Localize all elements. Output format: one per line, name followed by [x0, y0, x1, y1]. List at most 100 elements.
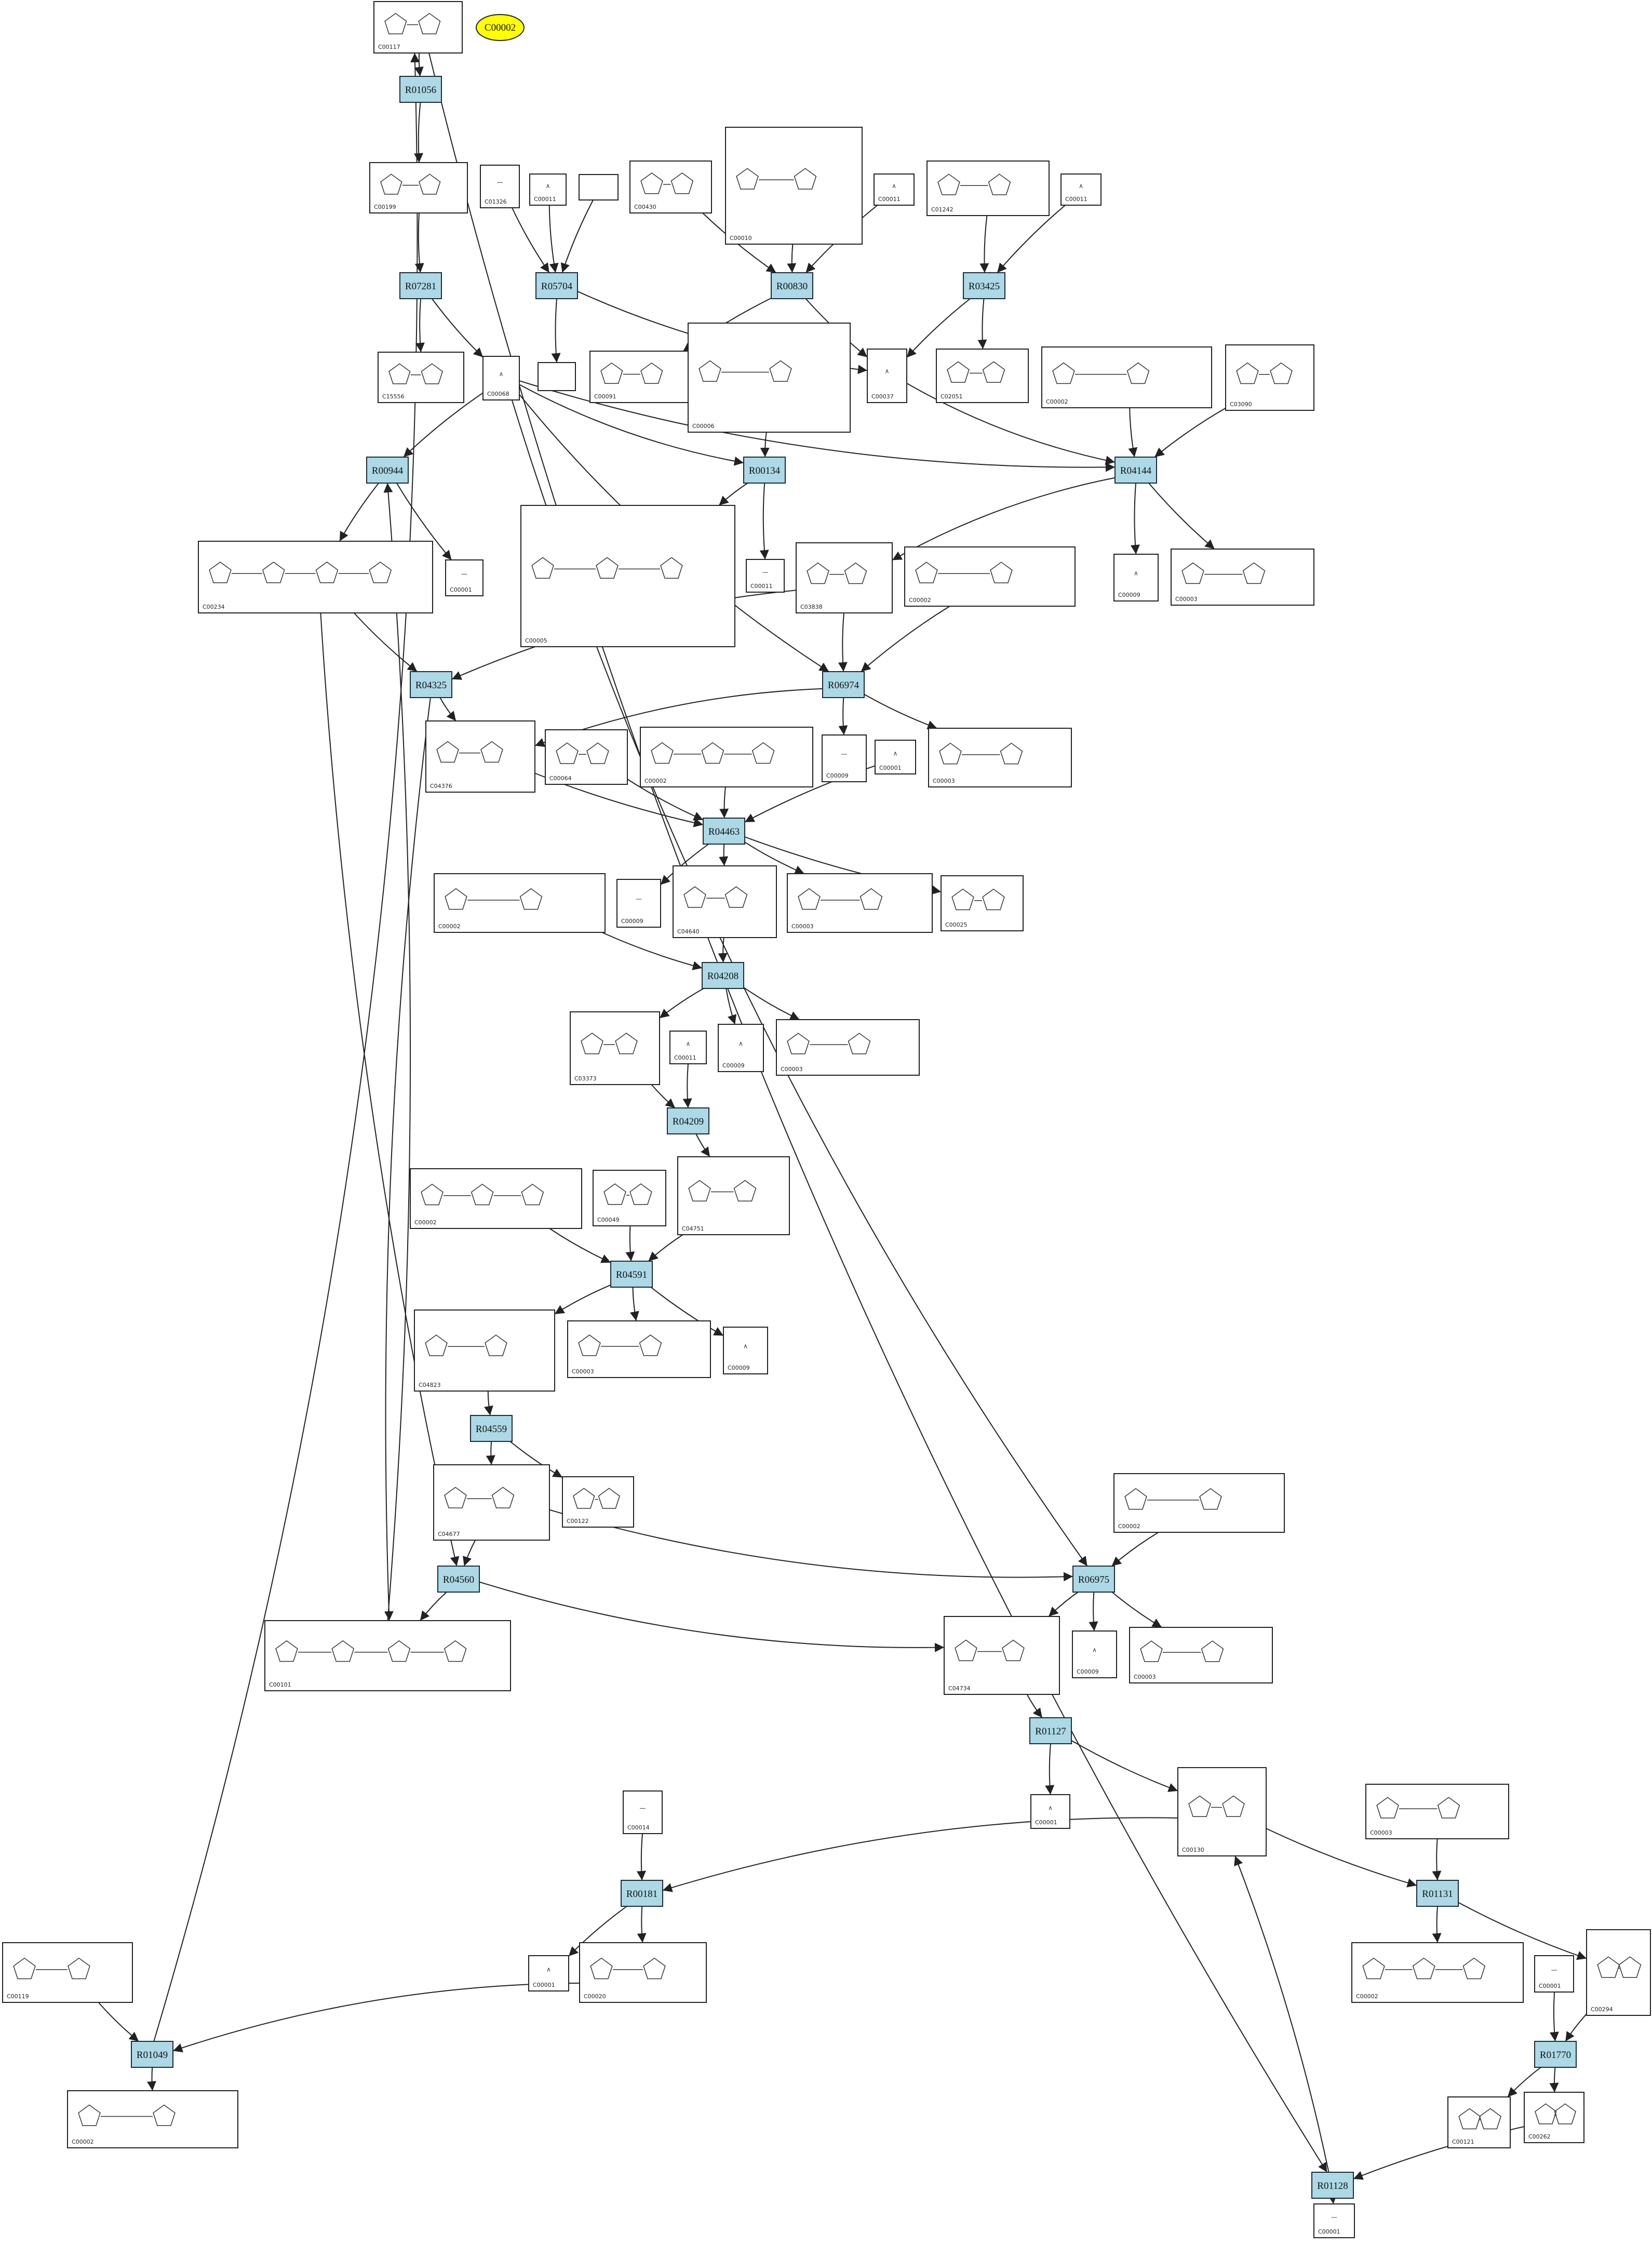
compound-c00119[interactable]: C00119 — [2, 1942, 133, 2003]
compound-c00011[interactable]: —C00011 — [746, 559, 785, 593]
compound-c03373[interactable]: C03373 — [570, 1011, 660, 1085]
compound-c00130[interactable]: C00130 — [1177, 1767, 1267, 1856]
compound-box[interactable] — [718, 1024, 764, 1072]
reaction-box[interactable] — [621, 1880, 663, 1907]
compound-box[interactable] — [926, 161, 1050, 216]
compound-box[interactable] — [425, 720, 535, 793]
reaction-box[interactable] — [410, 671, 452, 698]
compound-box[interactable] — [482, 356, 520, 400]
reaction-r01128[interactable]: R01128 — [1311, 2172, 1354, 2199]
compound-box[interactable] — [928, 728, 1072, 787]
compound-c03838[interactable]: C03838 — [796, 542, 893, 613]
compound-box[interactable] — [562, 1476, 634, 1528]
compound-box[interactable] — [822, 734, 867, 782]
compound-c00011[interactable]: ∧C00011 — [874, 173, 915, 206]
compound-box[interactable] — [1351, 1942, 1524, 2003]
compound-box[interactable] — [67, 2090, 238, 2148]
reaction-box[interactable] — [437, 1566, 480, 1593]
compound-c00101[interactable]: C00101 — [264, 1620, 511, 1691]
compound-c00009[interactable]: ∧C00009 — [1072, 1630, 1117, 1678]
compound-c00049[interactable]: C00049 — [593, 1170, 666, 1226]
compound-box[interactable] — [941, 875, 1024, 931]
compound-box[interactable] — [264, 1620, 511, 1691]
compound-c00009[interactable]: ∧C00009 — [718, 1024, 764, 1072]
compound-box[interactable] — [1060, 173, 1102, 206]
compound-c00002[interactable]: C00002 — [1351, 1942, 1524, 2003]
compound-box[interactable] — [373, 1, 463, 54]
compound-c00010[interactable]: C00010 — [725, 127, 863, 245]
compound-box[interactable] — [480, 165, 520, 208]
reaction-box[interactable] — [702, 962, 744, 989]
compound-c00002[interactable]: C00002 — [1113, 1473, 1285, 1533]
reaction-box[interactable] — [703, 818, 745, 845]
reaction-r01056[interactable]: R01056 — [399, 76, 442, 103]
compound-c00430[interactable]: C00430 — [629, 161, 712, 213]
compound-c00003[interactable]: C00003 — [1129, 1627, 1273, 1683]
compound-box[interactable] — [198, 541, 433, 613]
compound-box[interactable] — [874, 173, 915, 206]
compound-c00002[interactable]: C00002 — [410, 1168, 582, 1229]
reaction-box[interactable] — [667, 1107, 709, 1134]
compound-box[interactable] — [669, 1031, 707, 1064]
compound-box[interactable] — [1313, 2203, 1355, 2238]
compound-c04640[interactable]: C04640 — [673, 865, 777, 938]
reaction-r04560[interactable]: R04560 — [437, 1566, 480, 1593]
compound-box[interactable] — [433, 1464, 550, 1541]
reaction-box[interactable] — [963, 272, 1005, 299]
reaction-r01770[interactable]: R01770 — [1534, 2041, 1577, 2068]
compound-box[interactable] — [867, 349, 907, 403]
compound-c00002[interactable]: C00002 — [640, 727, 813, 787]
compound-c04823[interactable]: C04823 — [414, 1309, 555, 1392]
reaction-r07281[interactable]: R07281 — [399, 272, 442, 299]
compound-c00068[interactable]: ∧C00068 — [482, 356, 520, 400]
compound-c00002[interactable]: C00002 — [1041, 346, 1212, 408]
compound-c00020[interactable]: C00020 — [579, 1942, 707, 2003]
compound-c00001[interactable]: —C00001 — [445, 559, 483, 596]
compound-c00011[interactable]: ∧C00011 — [529, 173, 567, 206]
reaction-box[interactable] — [399, 272, 442, 299]
compound-c01242[interactable]: C01242 — [926, 161, 1050, 216]
compound-c00064[interactable]: C00064 — [545, 729, 628, 785]
compound-box[interactable] — [677, 1156, 790, 1235]
reaction-r04463[interactable]: R04463 — [703, 818, 745, 845]
compound-c00003[interactable]: C00003 — [567, 1320, 711, 1378]
reaction-r06975[interactable]: R06975 — [1072, 1566, 1115, 1593]
compound-box[interactable] — [570, 1011, 660, 1085]
compound-box[interactable] — [520, 505, 735, 647]
reaction-r04325[interactable]: R04325 — [410, 671, 452, 698]
compound-c00001[interactable]: ∧C00001 — [875, 740, 916, 774]
compound-c00003[interactable]: C00003 — [1365, 1784, 1509, 1839]
compound-box[interactable] — [528, 1955, 569, 1991]
reaction-r00944[interactable]: R00944 — [366, 457, 409, 484]
compound-c00001[interactable]: —C00001 — [1534, 1955, 1574, 1993]
compound-box[interactable] — [545, 729, 628, 785]
reaction-r00830[interactable]: R00830 — [771, 272, 813, 299]
compound-box[interactable] — [378, 352, 464, 403]
compound-box[interactable] — [673, 865, 777, 938]
compound-box[interactable] — [688, 323, 851, 433]
reaction-r04208[interactable]: R04208 — [702, 962, 744, 989]
compound-box[interactable] — [445, 559, 483, 596]
reaction-box[interactable] — [535, 272, 578, 299]
compound-box[interactable] — [593, 1170, 666, 1226]
compound-c00014[interactable]: —C00014 — [623, 1790, 663, 1834]
compound-c00009[interactable]: ∧C00009 — [1113, 554, 1159, 601]
compound-box[interactable] — [787, 873, 933, 933]
reaction-box[interactable] — [1311, 2172, 1354, 2199]
compound-c00121[interactable]: C00121 — [1447, 2096, 1511, 2148]
reaction-r01049[interactable]: R01049 — [131, 2041, 173, 2068]
reaction-box[interactable] — [822, 671, 865, 698]
compound-c01326[interactable]: —C01326 — [480, 165, 520, 208]
compound-box[interactable] — [1113, 1473, 1285, 1533]
reaction-box[interactable] — [743, 457, 786, 484]
compound-c00011[interactable]: ∧C00011 — [1060, 173, 1102, 206]
reaction-r00134[interactable]: R00134 — [743, 457, 786, 484]
reaction-box[interactable] — [771, 272, 813, 299]
compound-c02051[interactable]: C02051 — [936, 349, 1029, 403]
compound-box[interactable] — [875, 740, 916, 774]
compound-c00294[interactable]: C00294 — [1586, 1929, 1651, 2016]
compound-box[interactable] — [538, 362, 576, 391]
compound-c00002[interactable]: C00002 — [434, 873, 606, 933]
compound-c00117[interactable]: C00117 — [373, 1, 463, 54]
compound-c00025[interactable]: C00025 — [941, 875, 1024, 931]
